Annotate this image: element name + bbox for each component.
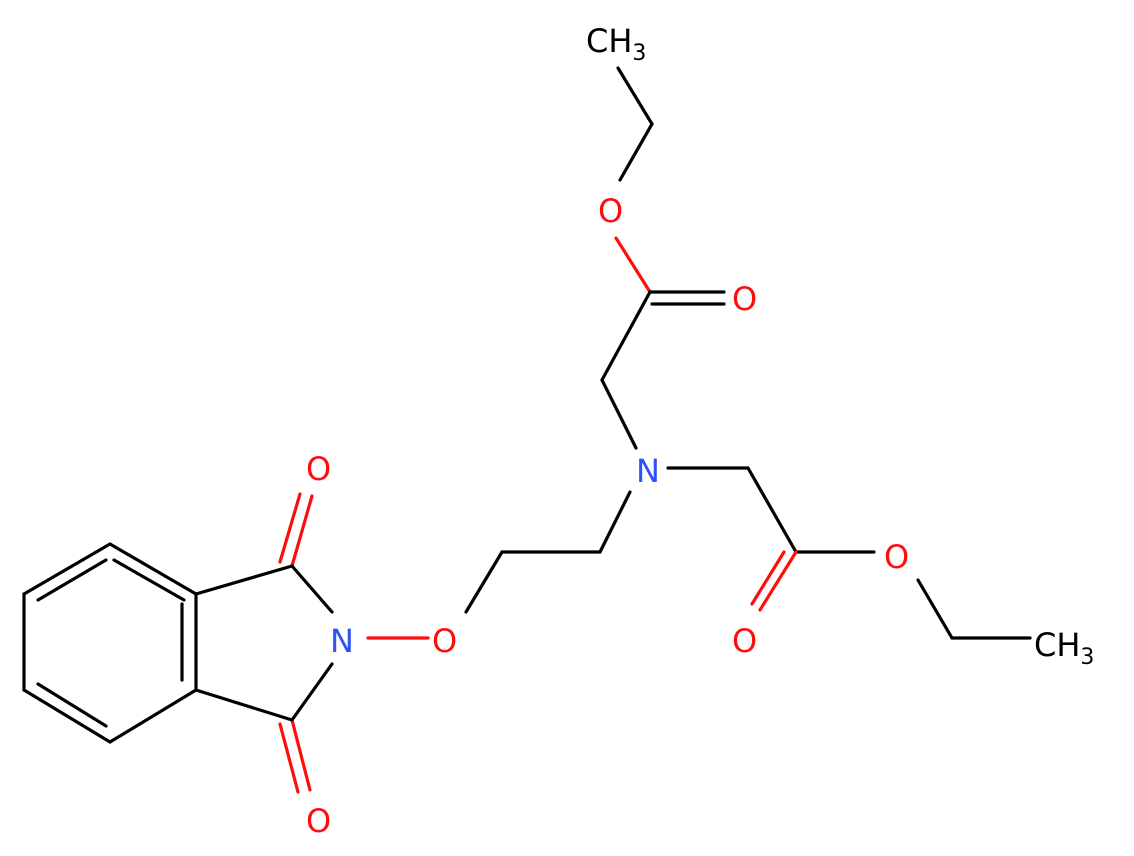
o-ester-right-label: O <box>884 538 909 576</box>
bond-ch2-n-top <box>600 378 638 450</box>
bond-c-o-double-right-b <box>750 550 786 606</box>
o-ether-label: O <box>432 622 457 660</box>
bond-benz-1 <box>108 542 198 596</box>
ch3-right-label: CH3 <box>1034 626 1094 670</box>
bond-c-o-imide-bottom-a <box>290 718 312 792</box>
n-amine-label: N <box>636 452 660 490</box>
o-imide-top-label: O <box>306 450 331 488</box>
bond-benz-4 <box>22 688 112 744</box>
bond-c-o-double-right-a <box>758 550 798 612</box>
bond-benz-1-inner <box>112 558 186 602</box>
bond-benz-4-inner <box>36 682 108 728</box>
bond-benz-2-inner <box>36 558 108 602</box>
n-imide-label: N <box>330 622 354 660</box>
bond-ch2-o-top <box>618 122 654 182</box>
bond-o-ch2-right <box>916 578 954 640</box>
o-imide-bottom-label: O <box>306 802 331 840</box>
bond-c-c-fused-top <box>194 564 294 596</box>
bond-c-o-imide-top-a <box>290 494 314 568</box>
bond-benz-5 <box>108 688 198 744</box>
bond-c-o-imide-top-b <box>278 492 302 564</box>
bond-ch2-c-right <box>746 466 798 554</box>
bond-n-c-top-imide <box>290 564 334 614</box>
bond-ch2-o-linker <box>464 550 504 614</box>
bond-n-ch2-linker <box>598 490 632 554</box>
bond-o-c-top <box>614 236 652 294</box>
bond-c-o-imide-bottom-b <box>278 722 300 794</box>
bond-c-c-fused-bottom <box>194 688 294 722</box>
o-carbonyl-right-label: O <box>732 622 757 660</box>
bond-benz-2 <box>22 542 112 596</box>
bond-n-c-bottom-imide <box>290 662 334 722</box>
bond-ch3-ch2-top <box>616 66 654 126</box>
bond-c-ch2-top <box>600 290 652 382</box>
o-ester-top-label: O <box>598 192 623 230</box>
o-carbonyl-top-label: O <box>732 280 757 318</box>
ch3-top-label: CH3 <box>586 22 646 66</box>
